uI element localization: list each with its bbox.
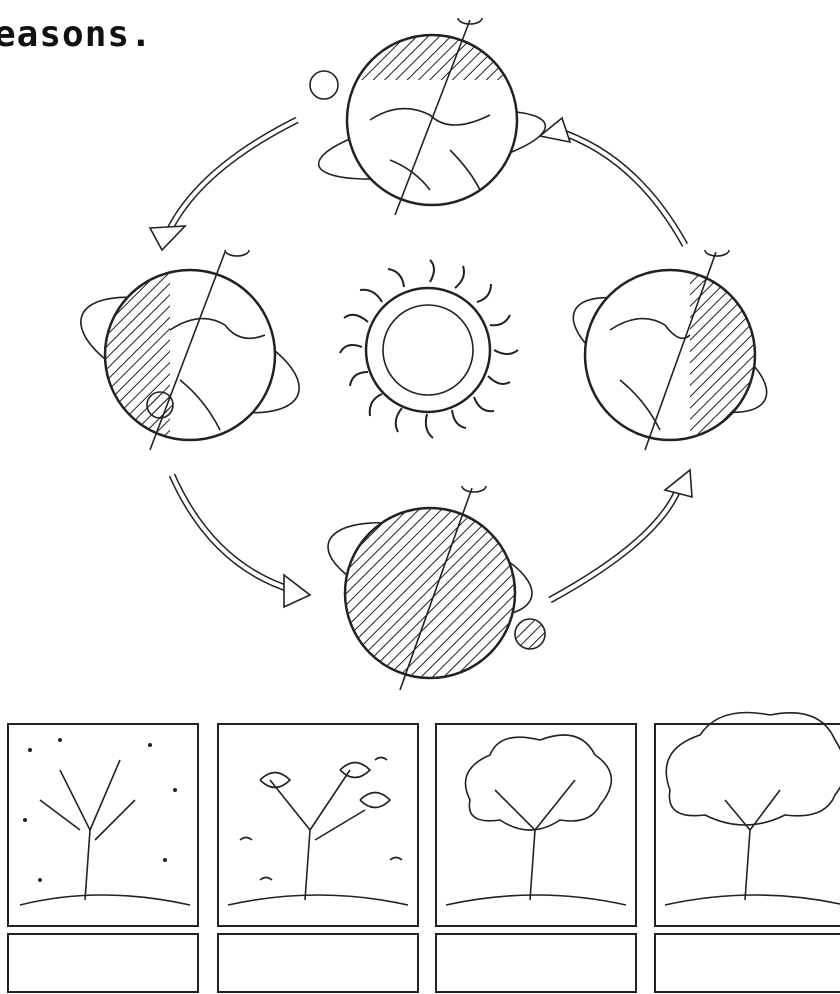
orbit-arrow-top-to-left [150,120,297,250]
rotation-arrow-icon [705,250,729,256]
panel-winter [8,724,198,926]
panel-spring [436,724,636,926]
moon-icon [515,619,545,649]
moon-icon [310,71,338,99]
answer-box-3[interactable] [436,934,636,992]
rotation-arrow-icon [225,250,249,256]
earth-top [310,18,550,215]
orbit-arrow-right-to-top [540,118,685,245]
rotation-arrow-icon [462,486,486,492]
panel-autumn [218,724,418,926]
orbit-arrow-left-to-bottom [172,475,310,607]
answer-box-2[interactable] [218,934,418,992]
earth-left [67,250,314,450]
earth-right [558,250,782,450]
earth-bottom [318,486,545,690]
sun-icon [340,260,518,438]
orbit-arrow-bottom-to-right [550,470,692,600]
moon-icon [147,392,173,418]
answer-box-4[interactable] [655,934,840,992]
answer-box-1[interactable] [8,934,198,992]
panel-summer [655,713,840,927]
